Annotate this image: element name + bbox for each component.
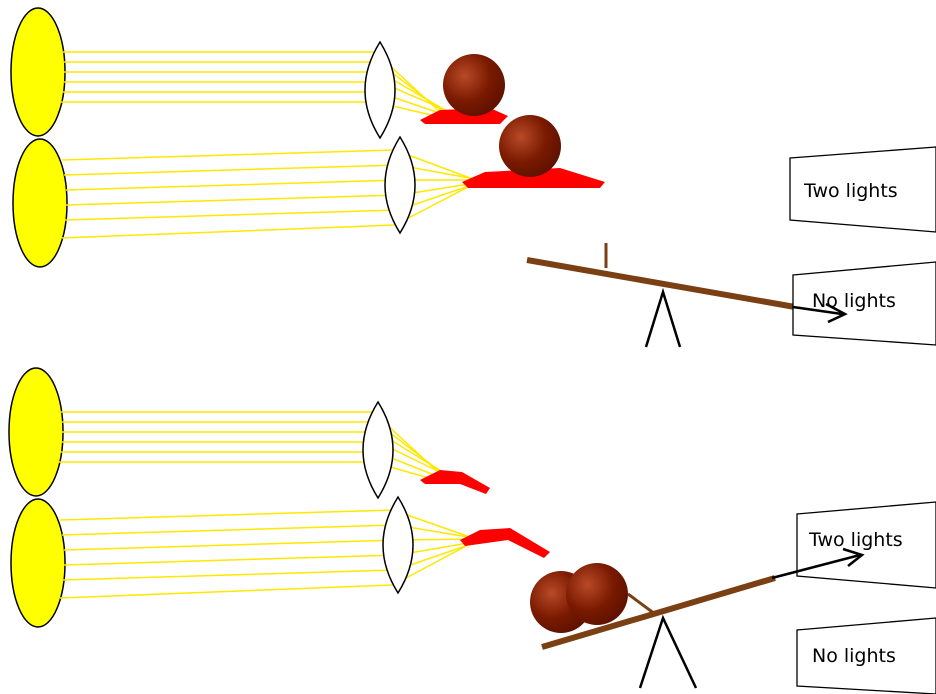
top-lens-lower xyxy=(384,135,416,235)
bottom-seesaw-fulcrum xyxy=(638,614,698,689)
bottom-lamp-lower xyxy=(10,498,66,628)
top-ball-upper xyxy=(443,54,505,116)
top-lower-rays xyxy=(61,149,483,239)
top-arrowhead xyxy=(825,302,848,324)
bottom-arrowhead xyxy=(842,547,865,567)
bottom-label-no-lights: No lights xyxy=(812,645,896,667)
top-panel: Two lights No lights xyxy=(10,7,936,348)
top-label-no-lights: No lights xyxy=(812,290,896,312)
bottom-label-box-no-lights xyxy=(796,617,936,694)
bottom-lamp-upper xyxy=(8,367,64,497)
top-seesaw-fulcrum xyxy=(644,287,682,348)
bottom-panel: Two lights No lights xyxy=(8,367,936,694)
bottom-lens-upper xyxy=(362,400,394,500)
bottom-seesaw-peg xyxy=(627,592,656,616)
top-label-box-no-lights xyxy=(792,261,936,346)
bottom-upper-rays xyxy=(58,411,449,481)
bottom-ball-right xyxy=(566,563,628,625)
top-lens-upper xyxy=(364,40,396,140)
top-seesaw-arrow xyxy=(792,305,843,316)
bottom-label-box-two-lights xyxy=(796,501,936,589)
bottom-paddle-upper xyxy=(420,470,490,494)
bottom-seesaw-arrow xyxy=(771,553,861,580)
bottom-label-two-lights: Two lights xyxy=(808,529,903,551)
top-seesaw-beam xyxy=(526,257,796,310)
top-lamp-lower xyxy=(12,138,68,268)
top-lamp-upper xyxy=(10,7,66,137)
bottom-lens-lower xyxy=(382,495,414,595)
top-upper-rays xyxy=(60,51,456,118)
top-ball-lower xyxy=(499,115,561,177)
top-label-two-lights: Two lights xyxy=(803,180,898,202)
top-paddle-lower xyxy=(462,168,605,188)
bottom-lower-rays xyxy=(59,509,481,599)
top-label-box-two-lights xyxy=(789,146,936,233)
bottom-seesaw-beam xyxy=(541,575,776,650)
bottom-paddle-lower xyxy=(460,528,550,558)
